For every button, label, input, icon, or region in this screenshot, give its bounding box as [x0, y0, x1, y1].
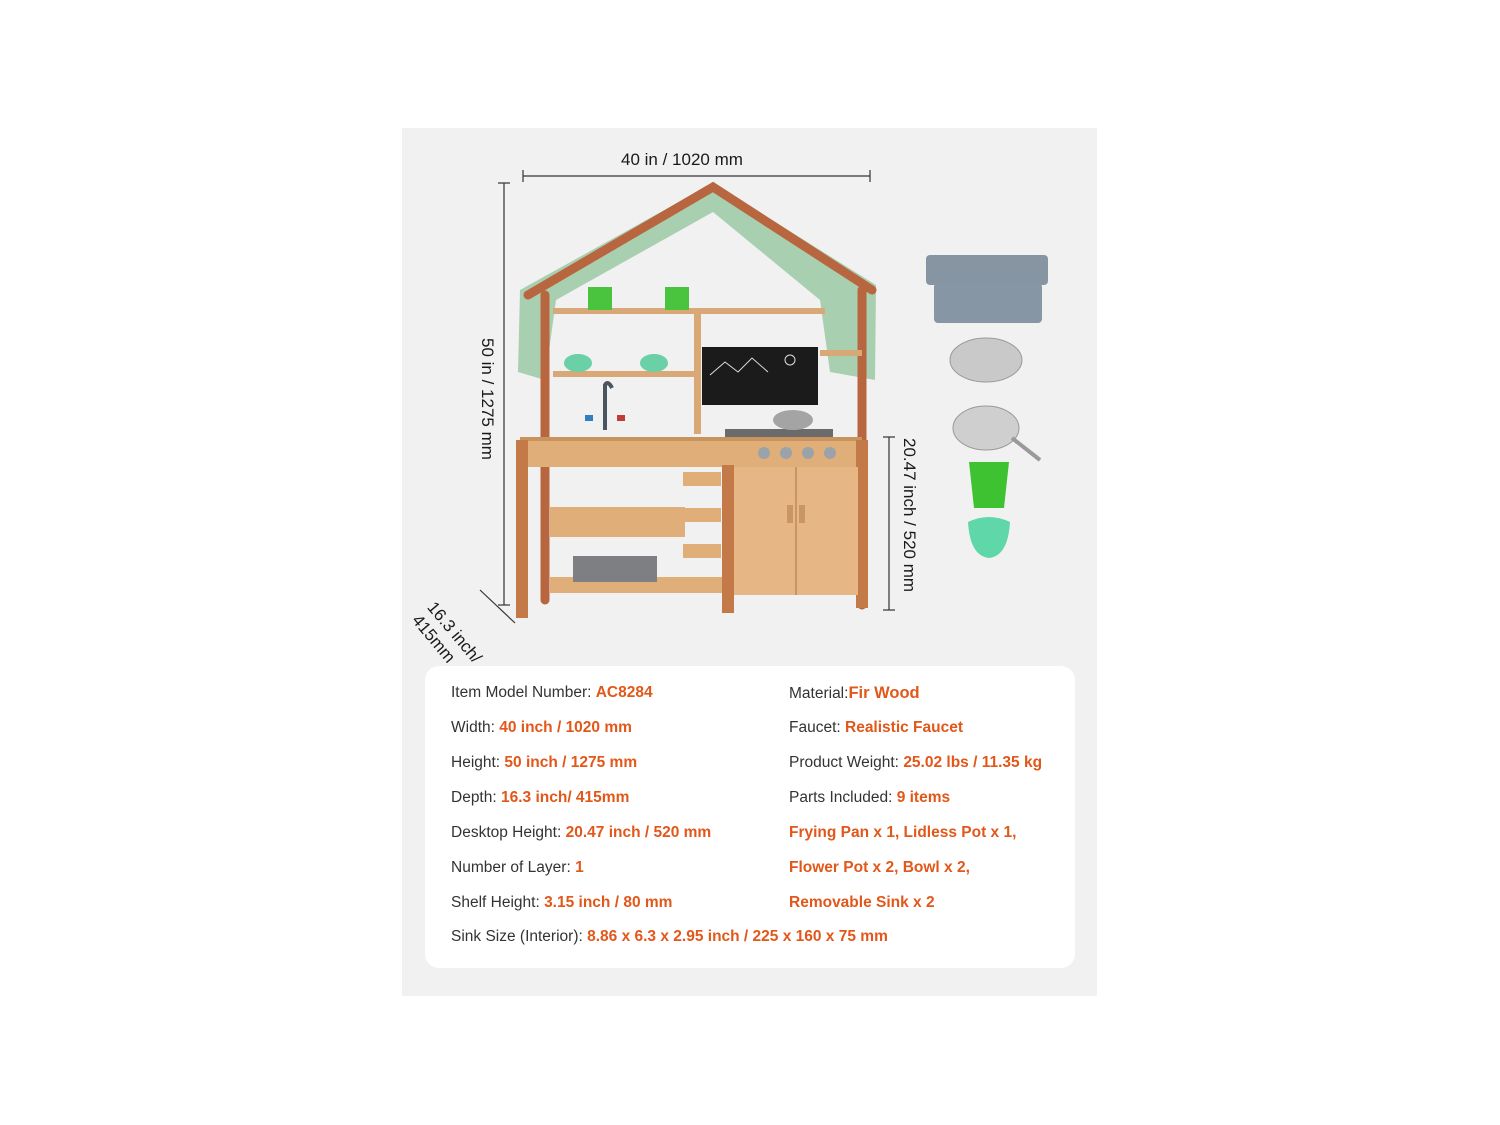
stove — [725, 429, 833, 437]
pot-icon — [773, 410, 813, 430]
legs — [516, 440, 868, 618]
spec-faucet: Faucet: Realistic Faucet — [789, 719, 964, 736]
specifications-card: Item Model Number: AC8284 Width: 40 inch… — [425, 666, 1075, 968]
faucet-icon — [603, 381, 614, 430]
spec-shelf-height: Shelf Height: 3.15 inch / 80 mm — [451, 894, 673, 911]
spec-weight: Product Weight: 25.02 lbs / 11.35 kg — [789, 754, 1043, 771]
width-dimension-label: 40 in / 1020 mm — [621, 150, 743, 169]
flower-pot-icon — [665, 287, 689, 310]
flower-pot-icon — [969, 462, 1009, 508]
spec-width: Width: 40 inch / 1020 mm — [451, 719, 632, 736]
shelves — [553, 308, 862, 434]
bowl-icon — [968, 517, 1010, 558]
spec-parts-list-1: Frying Pan x 1, Lidless Pot x 1, — [789, 824, 1017, 841]
bowl-icon — [564, 354, 592, 372]
knob-icon — [780, 447, 792, 459]
bowl-icon — [640, 354, 668, 372]
spec-depth: Depth: 16.3 inch/ 415mm — [451, 789, 630, 806]
dimension-lines — [479, 170, 895, 624]
spec-parts-list-2: Flower Pot x 2, Bowl x 2, — [789, 859, 970, 876]
spec-height: Height: 50 inch / 1275 mm — [451, 754, 638, 771]
chalkboard — [702, 347, 818, 405]
spec-sink-size: Sink Size (Interior): 8.86 x 6.3 x 2.95 … — [451, 928, 888, 945]
height-dimension-label: 50 in / 1275 mm — [478, 338, 497, 460]
flower-pot-icon — [588, 287, 612, 310]
spec-layers: Number of Layer: 1 — [451, 859, 584, 876]
knob-icon — [758, 447, 770, 459]
sink-tray — [573, 556, 657, 582]
spec-parts-list-3: Removable Sink x 2 — [789, 894, 935, 911]
spec-desktop-height: Desktop Height: 20.47 inch / 520 mm — [451, 824, 712, 841]
spec-model: Item Model Number: AC8284 — [451, 684, 653, 701]
knob-icon — [802, 447, 814, 459]
spec-parts: Parts Included: 9 items — [789, 789, 951, 806]
desktop-height-label: 20.47 inch / 520 mm — [900, 438, 919, 593]
knob-icon — [824, 447, 836, 459]
frying-pan-icon — [952, 405, 1020, 451]
spec-material: Material:Fir Wood — [789, 684, 920, 702]
lidless-pot-icon — [949, 337, 1023, 383]
sink-basin-icon — [926, 255, 1048, 285]
accessories — [926, 255, 1048, 558]
